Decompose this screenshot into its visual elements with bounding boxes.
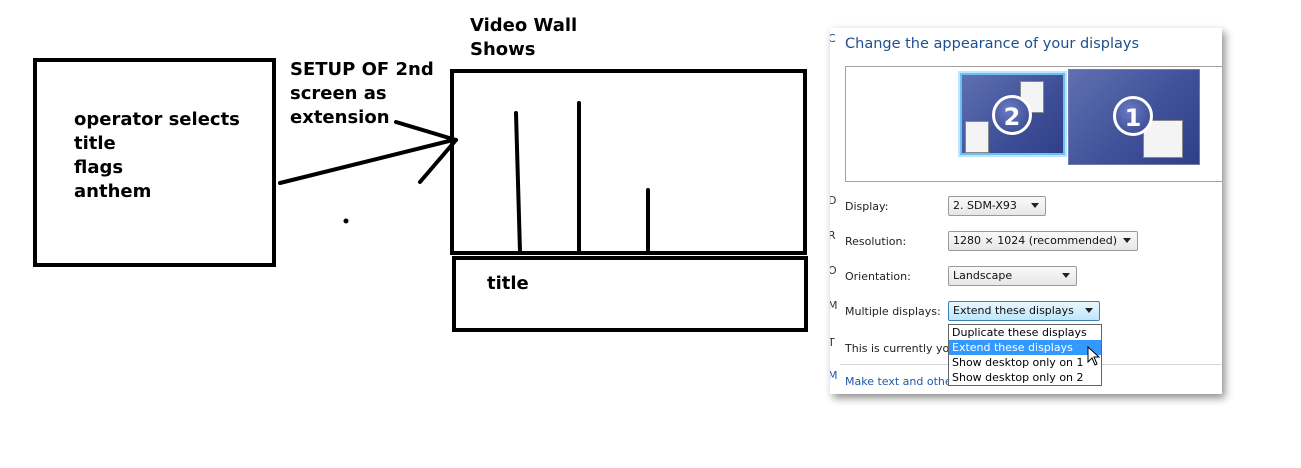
monitor-1[interactable]: 1 [1068,69,1200,165]
videowall-line-1: Video Wall [470,15,578,36]
operator-line-2: title [74,133,116,154]
dropdown-option-only-1[interactable]: Show desktop only on 1 [952,356,1084,369]
chevron-down-icon [1062,273,1070,278]
make-text-link[interactable]: Make text and other [845,375,957,388]
display-settings-dialog: C Change the appearance of your displays… [830,28,1222,394]
dialog-title: Change the appearance of your displays [845,36,1140,52]
operator-text: operator selects title flags anthem [74,108,240,204]
operator-box [33,58,276,267]
monitor-number: 2 [992,95,1032,135]
multiple-displays-label: Multiple displays: [845,305,941,318]
arrow-shaft [278,138,455,185]
setup-line-3: extension [290,107,390,128]
videowall-line-2: Shows [470,39,536,60]
title-bar-box [452,256,808,332]
orientation-select[interactable]: Landscape [948,266,1077,286]
operator-line-3: flags [74,157,124,178]
multiple-displays-dropdown: Duplicate these displays Extend these di… [948,324,1102,386]
title-label: title [487,273,529,294]
operator-line-4: anthem [74,181,152,202]
clipped-letter: O [830,264,837,277]
clipped-letter: T [830,336,835,349]
chevron-down-icon [1123,238,1131,243]
mouse-cursor-icon [1087,346,1101,366]
display-select[interactable]: 2. SDM-X93 [948,196,1046,216]
setup-text: SETUP OF 2nd screen as extension [290,58,434,130]
monitor-number: 1 [1113,96,1153,136]
multiple-displays-select[interactable]: Extend these displays [948,301,1100,321]
chevron-down-icon [1031,203,1039,208]
clipped-letter: M [830,369,838,382]
orientation-label: Orientation: [845,270,911,283]
arrow-head-upper [394,120,458,142]
clipped-letter: R [830,229,836,242]
display-select-value: 2. SDM-X93 [953,199,1017,212]
dropdown-option-extend[interactable]: Extend these displays [949,340,1101,355]
info-text: This is currently you [845,342,957,355]
flag-pole-1 [514,111,522,254]
chevron-down-icon [1085,308,1093,313]
dropdown-option-duplicate[interactable]: Duplicate these displays [952,326,1087,339]
setup-line-1: SETUP OF 2nd [290,59,434,80]
clipped-letter: C [830,32,836,45]
resolution-select-value: 1280 × 1024 (recommended) [953,234,1118,247]
multiple-displays-select-value: Extend these displays [953,304,1074,317]
resolution-label: Resolution: [845,235,907,248]
clipped-letter: D [830,194,837,207]
orientation-select-value: Landscape [953,269,1013,282]
videowall-text: Video Wall Shows [470,14,577,62]
operator-line-1: operator selects [74,109,240,130]
monitor-preview: 2 1 [845,66,1222,182]
mini-window-icon [965,121,989,153]
videowall-screen [450,69,807,255]
dropdown-option-only-2[interactable]: Show desktop only on 2 [952,371,1084,384]
display-label: Display: [845,200,889,213]
monitor-2[interactable]: 2 [960,73,1065,155]
clipped-letter: M [830,299,838,312]
setup-line-2: screen as [290,83,387,104]
resolution-select[interactable]: 1280 × 1024 (recommended) [948,231,1138,251]
stray-dot [343,218,349,224]
